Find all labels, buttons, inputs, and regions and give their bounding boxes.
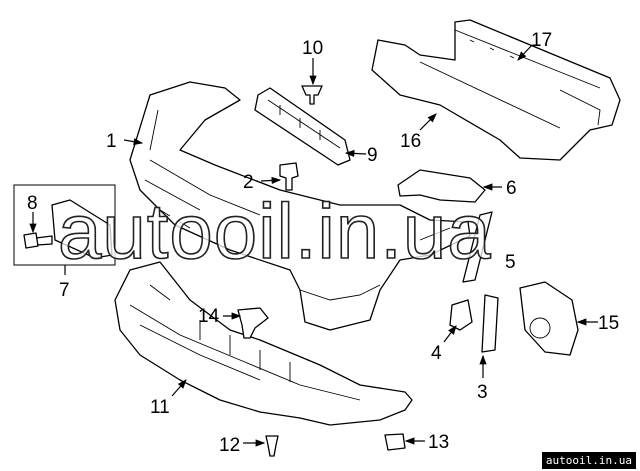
callout-16: 16 xyxy=(400,131,421,152)
callout-15: 15 xyxy=(598,313,619,334)
callout-7: 7 xyxy=(59,280,70,301)
leader-lines xyxy=(29,44,598,447)
callout-9: 9 xyxy=(367,145,378,166)
callout-10: 10 xyxy=(302,38,323,59)
callout-6: 6 xyxy=(506,178,517,199)
callout-13: 13 xyxy=(428,432,449,453)
part-clip-10 xyxy=(301,85,323,105)
callout-8: 8 xyxy=(27,193,38,214)
watermark-text: autooil.in.ua xyxy=(58,187,492,275)
callout-5: 5 xyxy=(505,252,516,273)
callout-1: 1 xyxy=(106,131,117,152)
part-bracket-7 xyxy=(51,199,113,259)
callout-17: 17 xyxy=(531,30,552,51)
part-3 xyxy=(481,294,499,353)
callout-2: 2 xyxy=(243,172,254,193)
part-clip-2 xyxy=(279,162,299,191)
part-fog-bracket-15 xyxy=(519,281,579,356)
callout-3: 3 xyxy=(477,382,488,403)
part-bolt-12 xyxy=(265,435,279,457)
part-lower-cover xyxy=(114,261,413,426)
part-bolt-8 xyxy=(23,232,53,249)
part-4 xyxy=(449,299,473,331)
callout-11: 11 xyxy=(150,397,170,418)
site-badge: autooil.in.ua xyxy=(541,452,636,469)
part-clip-13 xyxy=(384,433,406,451)
callout-4: 4 xyxy=(431,343,442,364)
part-side-bracket xyxy=(397,169,486,203)
part-upper-bracket xyxy=(254,87,351,166)
part-bumper-cover xyxy=(129,81,471,331)
part-reinforcement-beam xyxy=(371,19,621,161)
part-strip-5 xyxy=(462,211,493,283)
callout-12: 12 xyxy=(219,435,240,456)
part-sensor-14 xyxy=(237,307,269,339)
callout-14: 14 xyxy=(198,306,220,327)
